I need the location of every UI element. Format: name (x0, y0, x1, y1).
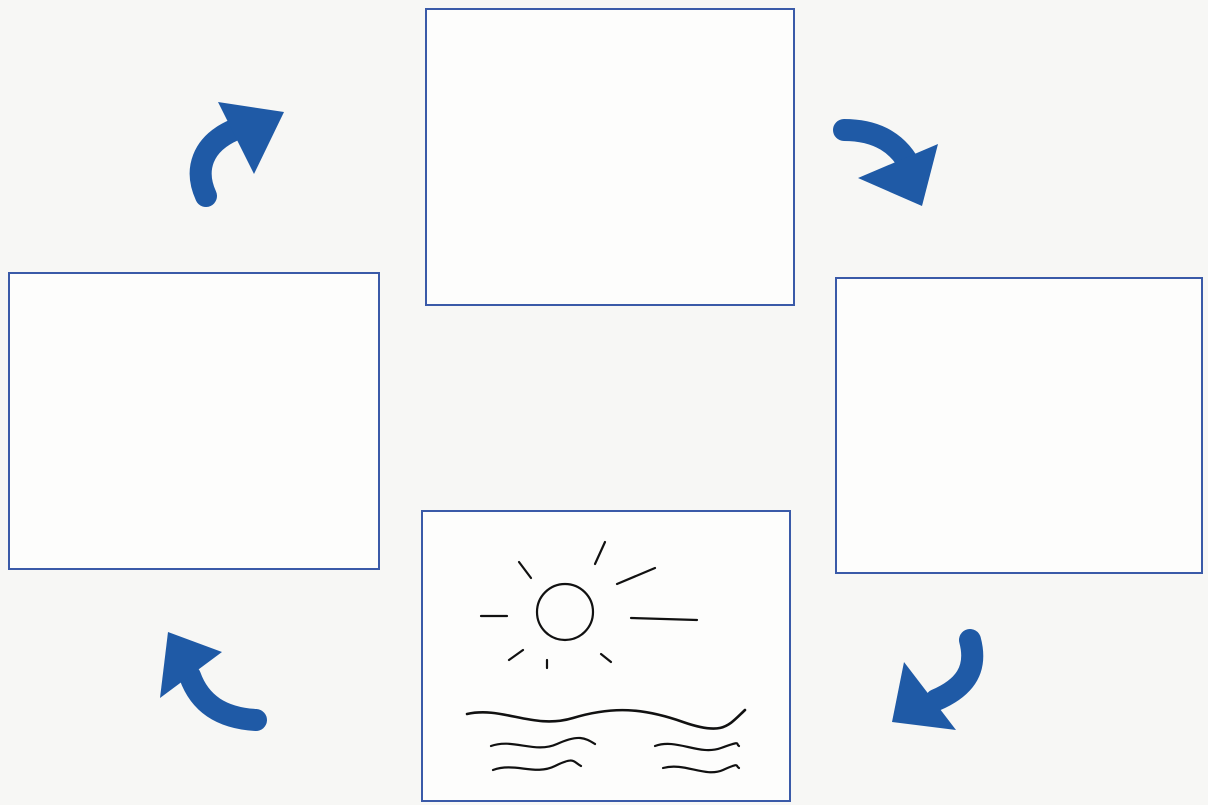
cycle-box-right (835, 277, 1203, 574)
sun-icon (535, 582, 595, 642)
cycle-box-left (8, 272, 380, 570)
cycle-box-bottom (421, 510, 791, 802)
arrow-right-to-bottom (892, 629, 984, 730)
arrow-top-to-right (833, 119, 938, 206)
sun-over-water-icon (465, 540, 747, 774)
arrow-left-to-top (189, 102, 284, 207)
water-waves-icon (465, 708, 747, 774)
cycle-box-top (425, 8, 795, 306)
arrow-bottom-to-left (160, 632, 267, 731)
